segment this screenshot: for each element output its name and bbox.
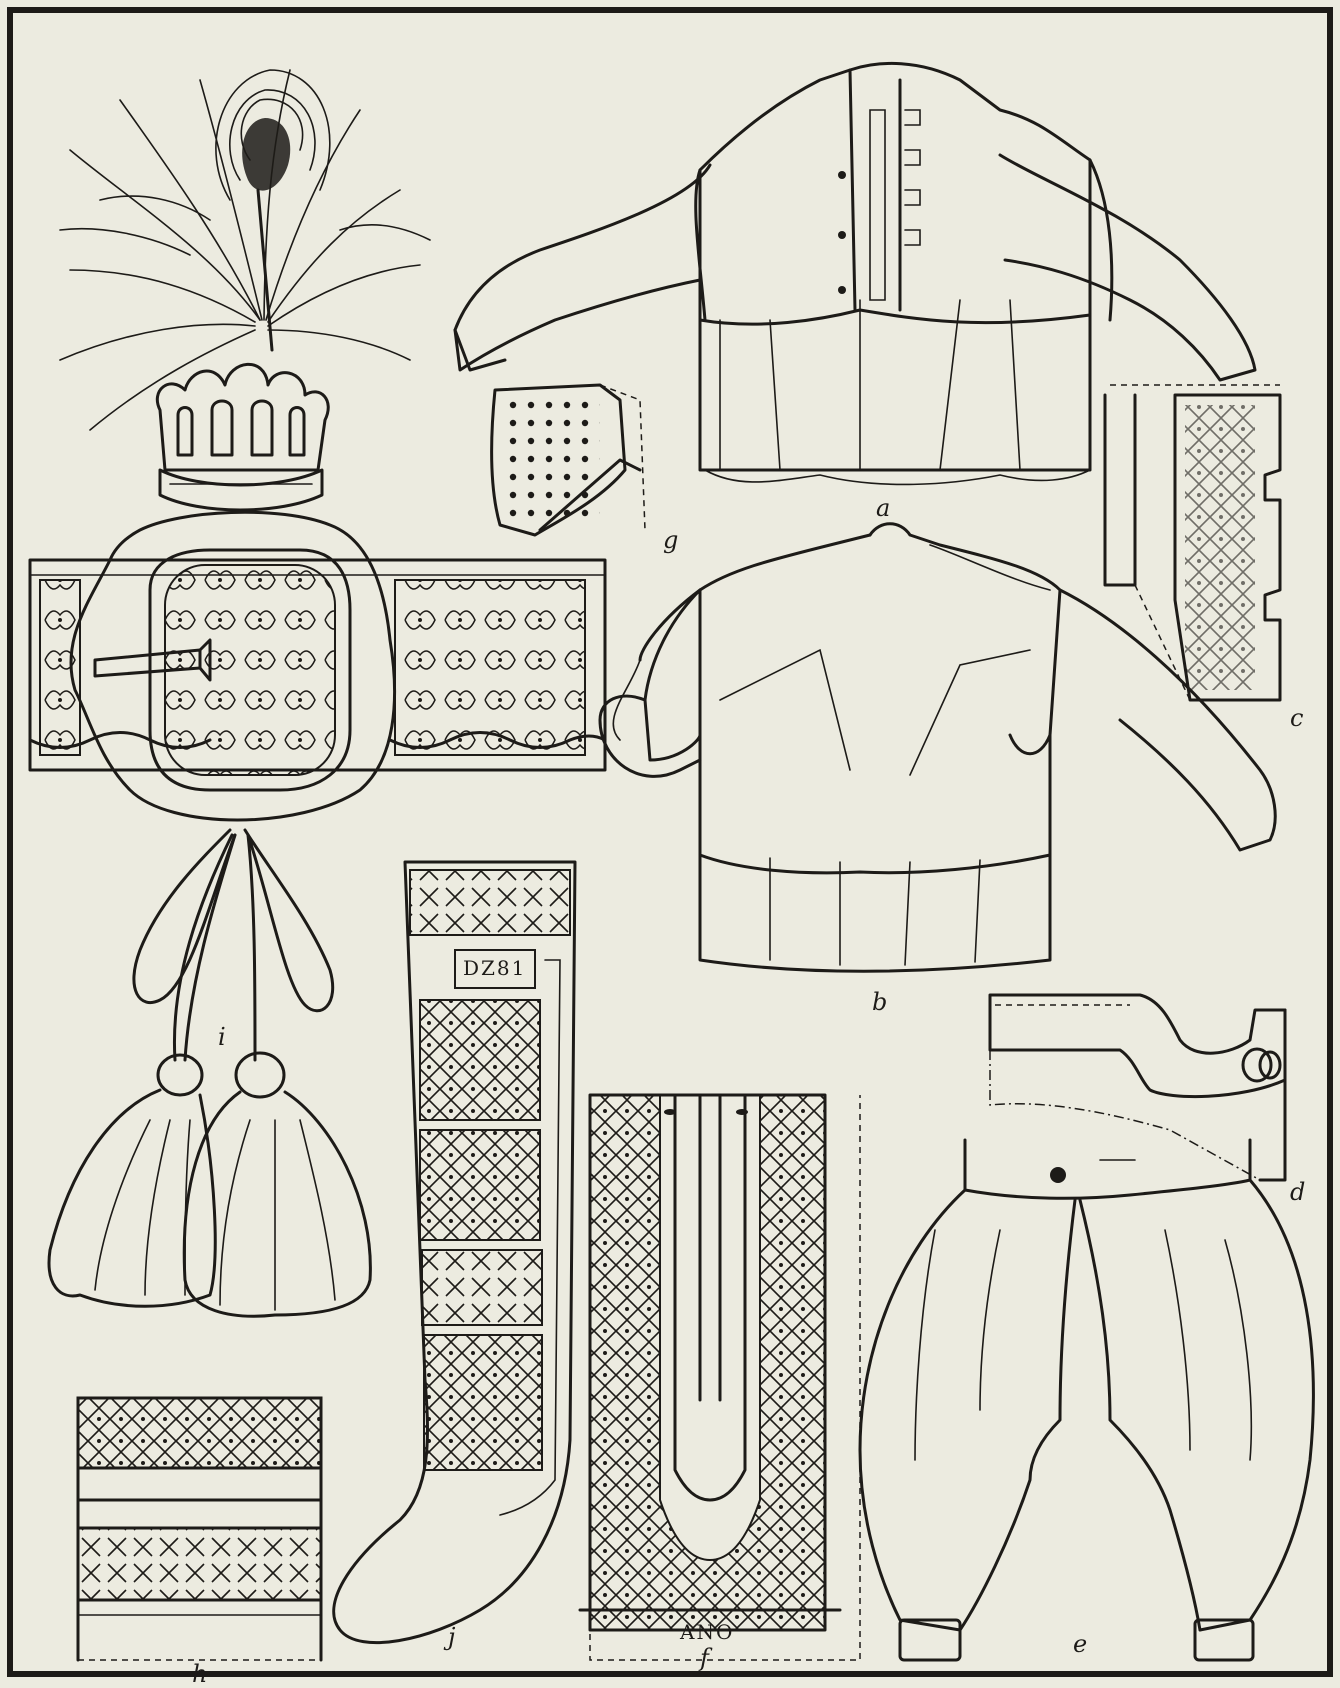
figure-label-j: j <box>448 1623 456 1651</box>
waistband-detail <box>988 993 1287 1182</box>
figure-label-b: b <box>872 988 888 1016</box>
breeches <box>858 1138 1315 1662</box>
figure-label-g: g <box>663 526 679 554</box>
figure-label-a: a <box>876 494 891 522</box>
figure-label-i: i <box>218 1023 226 1051</box>
collar-strip <box>1103 384 1282 702</box>
plume-eye <box>242 118 291 191</box>
figure-label-d: d <box>1290 1178 1306 1206</box>
embroidered-bib <box>578 1093 861 1661</box>
tassel-right <box>182 1051 372 1318</box>
embroidered-band <box>76 1396 323 1662</box>
embroidered-stocking <box>332 860 577 1645</box>
belt-strap <box>28 558 607 772</box>
figure-label-h: h <box>192 1660 208 1688</box>
plume-drawing <box>59 69 431 431</box>
tassel-cords <box>132 828 335 1062</box>
jacket-front <box>453 62 1257 486</box>
bib-inscription: ANO <box>680 1620 735 1644</box>
buckle <box>69 510 397 822</box>
stocking-inscription: DZ81 <box>463 956 527 980</box>
figure-label-e: e <box>1073 1630 1088 1658</box>
crown-ornament <box>155 362 330 512</box>
figure-label-f: f <box>700 1644 709 1672</box>
cuff-fragment <box>490 383 646 537</box>
plate-border <box>7 7 1333 1677</box>
figure-label-c: c <box>1290 704 1304 732</box>
tunic-back <box>598 522 1277 973</box>
plume-stem <box>256 188 274 352</box>
